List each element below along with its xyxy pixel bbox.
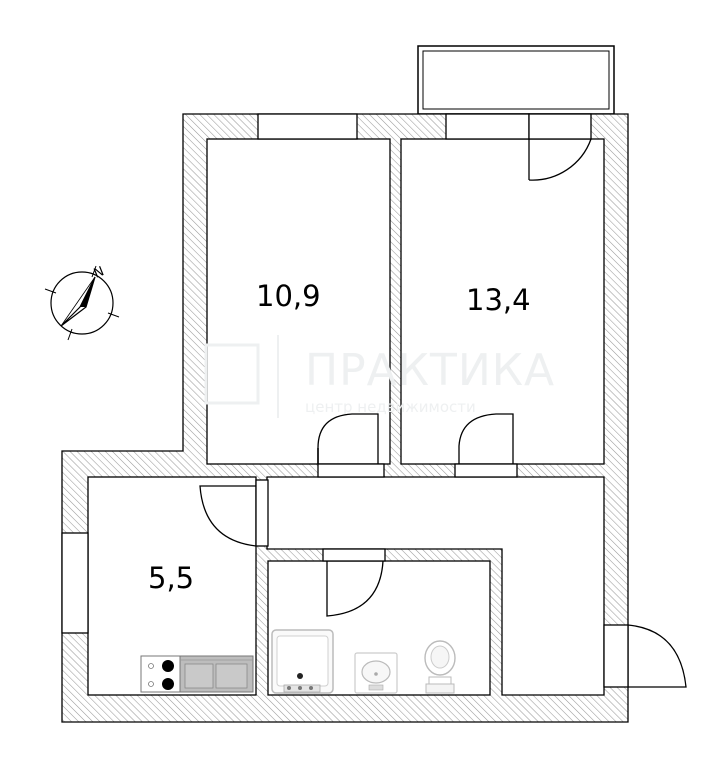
bathroom-door-frame — [322, 548, 386, 562]
room-left-space — [206, 138, 391, 465]
bathroom-door-arc — [326, 560, 384, 617]
windows — [61, 113, 530, 634]
room-right-door-arc — [458, 413, 514, 464]
room-area-label: 13,4 — [466, 283, 531, 317]
kitchen-door-frame — [255, 479, 269, 547]
room-right-door-frame — [454, 463, 518, 478]
room-area-label: 5,5 — [148, 561, 194, 595]
room-right-space — [400, 138, 605, 465]
hallway-space — [266, 476, 605, 696]
entrance-door-frame — [603, 624, 629, 688]
stove-icon — [140, 655, 181, 693]
washbasin-icon — [354, 652, 398, 694]
window-room-left — [257, 113, 358, 140]
doors — [199, 113, 687, 688]
balcony — [417, 45, 615, 115]
watermark-subtitle: центр недвижимости — [305, 398, 476, 416]
bathtub-icon — [271, 629, 334, 694]
watermark: ПРАКТИКА центр недвижимости — [204, 335, 555, 418]
toilet-icon — [424, 640, 456, 694]
balcony-door-swing — [528, 138, 592, 181]
room-area-label: 10,9 — [256, 279, 321, 313]
balcony-door-frame — [528, 113, 592, 140]
kitchen-door-arc — [199, 485, 257, 547]
room-left-door-arc — [317, 413, 379, 464]
room-interiors — [87, 138, 605, 696]
room-left-door-frame — [317, 463, 385, 478]
window-room-right — [445, 113, 530, 140]
fixtures — [140, 629, 456, 694]
watermark-title: ПРАКТИКА — [305, 345, 555, 396]
compass-rose-icon — [44, 265, 120, 341]
entrance-door-arc — [627, 624, 687, 688]
kitchen-sink-icon — [179, 655, 254, 693]
window-kitchen — [61, 532, 89, 634]
